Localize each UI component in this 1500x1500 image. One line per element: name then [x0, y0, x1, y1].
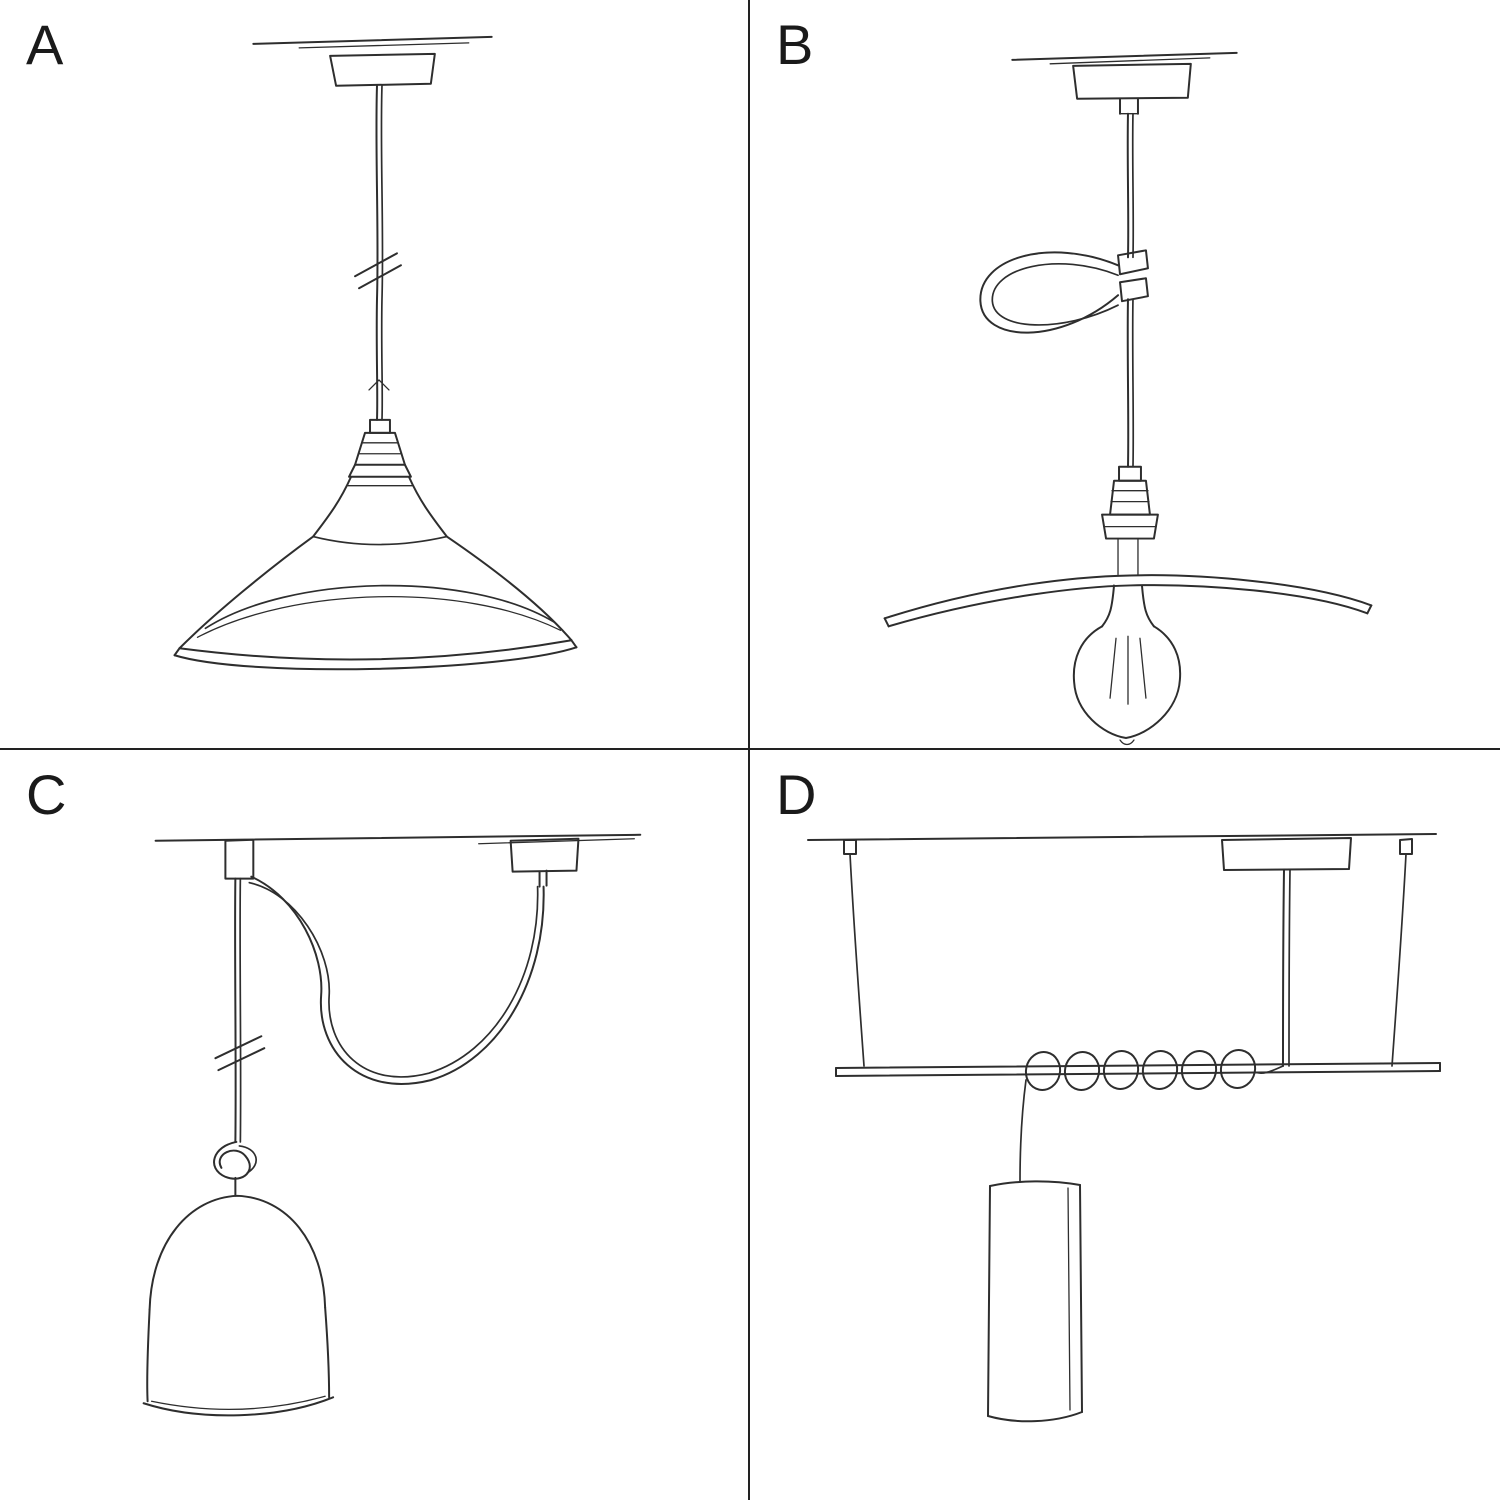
panel-a-label: A	[26, 13, 65, 76]
ceiling-rose	[1221, 837, 1352, 871]
drop-cable	[214, 877, 266, 1143]
panel-b: B	[750, 0, 1500, 750]
rose-drop-cable	[1282, 869, 1291, 1067]
pendant-flat-shade-bulb-sketch	[883, 51, 1373, 746]
ceiling-rose	[1072, 62, 1192, 115]
tube-pendant	[987, 1180, 1083, 1423]
ceiling-line	[252, 35, 493, 49]
pendant-industrial-shade-sketch	[173, 35, 578, 671]
ceiling-line	[807, 833, 1437, 841]
right-suspension-wire	[1391, 838, 1413, 1067]
ceiling-rose	[329, 52, 436, 87]
pendant-cable	[1126, 112, 1135, 468]
flat-plate-shade	[883, 574, 1373, 628]
panel-b-label: B	[776, 13, 815, 76]
coiled-cable	[1019, 1049, 1284, 1183]
panel-c: C	[0, 750, 750, 1500]
ceiling-rose	[509, 837, 580, 888]
lamp-holder	[348, 418, 412, 478]
ceiling-line	[1011, 51, 1238, 65]
cable-swag-hook	[979, 249, 1149, 334]
panel-d: D	[750, 750, 1500, 1500]
swag-hook	[224, 838, 255, 880]
light-bulb	[1072, 584, 1182, 746]
panel-c-label: C	[26, 763, 68, 826]
lamp-holder	[1101, 465, 1159, 576]
cable-knot	[213, 1140, 257, 1197]
panel-d-label: D	[776, 763, 818, 826]
pendant-cable	[354, 84, 402, 421]
panel-a: A	[0, 0, 750, 750]
left-suspension-wire	[843, 839, 865, 1067]
bowl-shade	[173, 475, 578, 671]
swag-cable	[248, 875, 545, 1085]
bell-shade	[142, 1194, 335, 1417]
swag-pendant-bell-shade-sketch	[142, 833, 642, 1417]
bar-suspension-tube-pendant-sketch	[807, 833, 1441, 1423]
